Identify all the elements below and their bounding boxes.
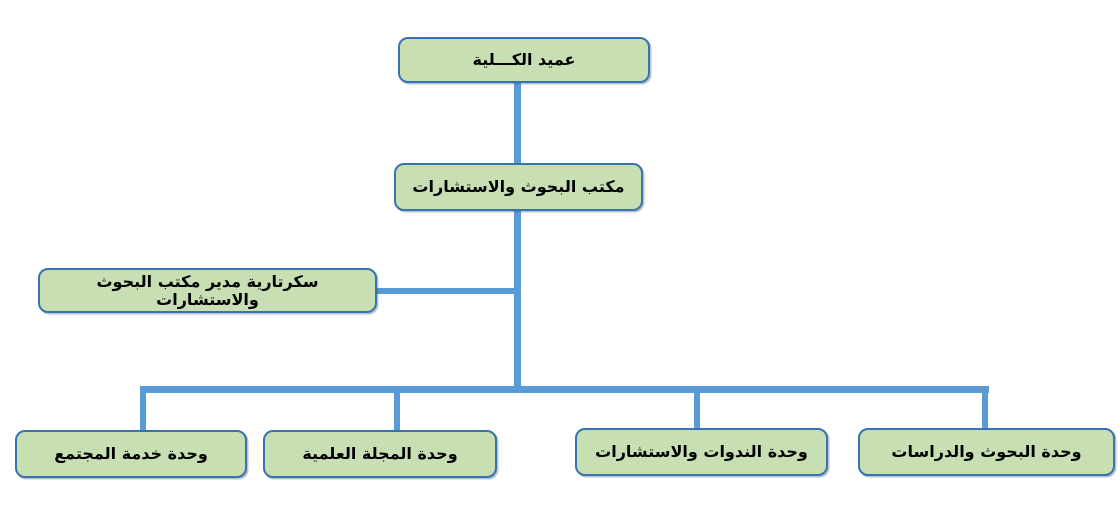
connector-office-trunk — [514, 210, 521, 392]
connector-drop-community-service — [140, 392, 146, 431]
node-community-service-label: وحدة خدمة المجتمع — [54, 444, 208, 464]
node-dean: عميد الكـــلية — [398, 37, 650, 83]
connector-drop-seminars — [694, 392, 700, 429]
node-research-consultations-office: مكتب البحوث والاستشارات — [394, 163, 643, 211]
connector-units-rail — [140, 386, 989, 393]
node-research-studies-unit: وحدة البحوث والدراسات — [858, 428, 1115, 476]
node-community-service-unit: وحدة خدمة المجتمع — [15, 430, 247, 478]
connector-dean-office — [514, 82, 521, 164]
connector-secretariat-branch — [376, 288, 516, 294]
node-secretariat: سكرتارية مدير مكتب البحوث والاستشارات — [38, 268, 377, 313]
node-office-label: مكتب البحوث والاستشارات — [412, 177, 625, 197]
node-seminars-consultations-unit: وحدة الندوات والاستشارات — [575, 428, 828, 476]
connector-drop-scientific-journal — [394, 392, 400, 431]
node-scientific-journal-unit: وحدة المجلة العلمية — [263, 430, 497, 478]
node-seminars-consultations-label: وحدة الندوات والاستشارات — [595, 442, 808, 462]
node-dean-label: عميد الكـــلية — [472, 50, 576, 70]
node-secretariat-label: سكرتارية مدير مكتب البحوث والاستشارات — [96, 271, 319, 309]
connector-drop-research-studies — [982, 392, 988, 429]
node-research-studies-label: وحدة البحوث والدراسات — [891, 442, 1082, 462]
node-scientific-journal-label: وحدة المجلة العلمية — [302, 444, 458, 464]
